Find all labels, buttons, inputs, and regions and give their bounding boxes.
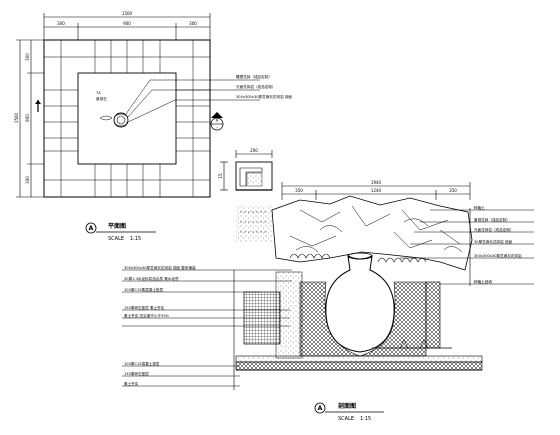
plan-view: 1500 300 900 300 1500 300 900 300: [14, 11, 292, 242]
section-left-note-1: 300x300x30厚芝麻灰花岗岩 烧面 整体铺装: [124, 265, 196, 270]
plan-title-letter: A: [89, 225, 94, 232]
section-left-note-5: 素土夯实 压实度不小于93%: [124, 313, 170, 318]
section-right-note-4: 30厚芝麻灰花岗岩 烧面: [474, 239, 512, 244]
section-marker-sheet: -: [216, 125, 218, 130]
foundation-hatch: [243, 271, 441, 359]
section-right-note-1: 种植土: [474, 205, 485, 210]
section-dim-c: 350: [449, 188, 457, 193]
plan-center-sub: 景观石: [96, 96, 107, 101]
plan-dim-top-c: 300: [189, 21, 197, 26]
plan-center-ornament: 7A 景观石: [96, 91, 129, 128]
vase-feature: [325, 252, 395, 353]
plan-left-dimensions: 1500 300 900 300: [14, 39, 44, 198]
section-right-note-2: 景观花钵（成品定制）: [474, 217, 510, 222]
base-slabs: [235, 339, 483, 371]
detail-dim-width: 200: [250, 148, 258, 153]
plan-dim-left-a: 300: [25, 53, 30, 61]
section-right-note-6: 种植土回填: [474, 279, 492, 284]
plan-dim-left-c: 300: [25, 176, 30, 184]
plan-center-label: 7A: [96, 91, 101, 95]
coping-detail: 200 15: [218, 148, 273, 191]
plan-title-scale: 1:15: [130, 236, 141, 242]
section-title-scale-label: SCALE: [338, 416, 354, 422]
plan-note-3: 300x300x30厚芝麻灰花岗岩 烧面: [236, 94, 292, 99]
plan-note-1: 雕塑花钵（成品定制）: [236, 74, 272, 79]
plan-dim-top-a: 300: [57, 21, 65, 26]
plan-note-2: 光面花岗岩（成品定制）: [236, 84, 276, 89]
section-top-dimensions: 1940 350 1240 350: [281, 180, 471, 200]
plan-dim-top-total: 1500: [122, 11, 133, 16]
section-left-note-3: 100厚C15素混凝土垫层: [124, 287, 164, 292]
section-left-note-6: 100厚C15混凝土垫层: [124, 361, 160, 366]
section-title-name: 剖面图: [338, 402, 356, 410]
plan-top-dimensions: 1500 300 900 300: [43, 11, 211, 40]
plan-section-marker: A -: [210, 112, 224, 131]
detail-dim-height: 15: [218, 173, 223, 179]
section-right-note-3: 光面花岗岩（成品定制）: [474, 227, 514, 232]
plan-leaders: 雕塑花钵（成品定制） 光面花岗岩（成品定制） 300x300x30厚芝麻灰花岗岩…: [125, 74, 292, 124]
plan-paving: [35, 39, 211, 198]
plan-title: A 平面图 SCALE 1:15: [85, 222, 156, 242]
section-dim-a: 350: [295, 188, 303, 193]
section-view: 1940 350 1240 350: [122, 180, 534, 422]
section-dim-total: 1940: [371, 180, 382, 185]
section-left-note-4: 150厚碎石垫层 素土夯实: [124, 305, 165, 310]
section-left-notes: 300x300x30厚芝麻灰花岗岩 烧面 整体铺装 30厚1:3水泥砂浆结合层 …: [122, 265, 292, 390]
section-title-letter: A: [318, 405, 323, 412]
section-marker-letter: A: [216, 118, 219, 123]
rock-mass: [236, 195, 473, 271]
section-right-note-5: 300x300x30厚芝麻灰花岗岩: [474, 253, 522, 258]
section-right-notes: 种植土 景观花钵（成品定制） 光面花岗岩（成品定制） 30厚芝麻灰花岗岩 烧面 …: [400, 205, 534, 286]
section-left-note-8: 素土夯实: [124, 381, 139, 386]
plan-dim-top-b: 900: [123, 21, 131, 26]
plan-title-name: 平面图: [108, 222, 126, 230]
plan-title-scale-label: SCALE: [108, 236, 124, 242]
section-title: A 剖面图 SCALE 1:15: [314, 402, 384, 422]
section-dim-b: 1240: [371, 188, 382, 193]
plan-dim-left-b: 900: [25, 114, 30, 122]
plan-dim-left-total: 1500: [14, 112, 19, 123]
section-left-note-7: 150厚碎石垫层: [124, 371, 149, 376]
section-left-note-2: 30厚1:3水泥砂浆结合层 素水泥膏: [124, 276, 179, 281]
section-title-scale: 1:15: [360, 416, 371, 422]
